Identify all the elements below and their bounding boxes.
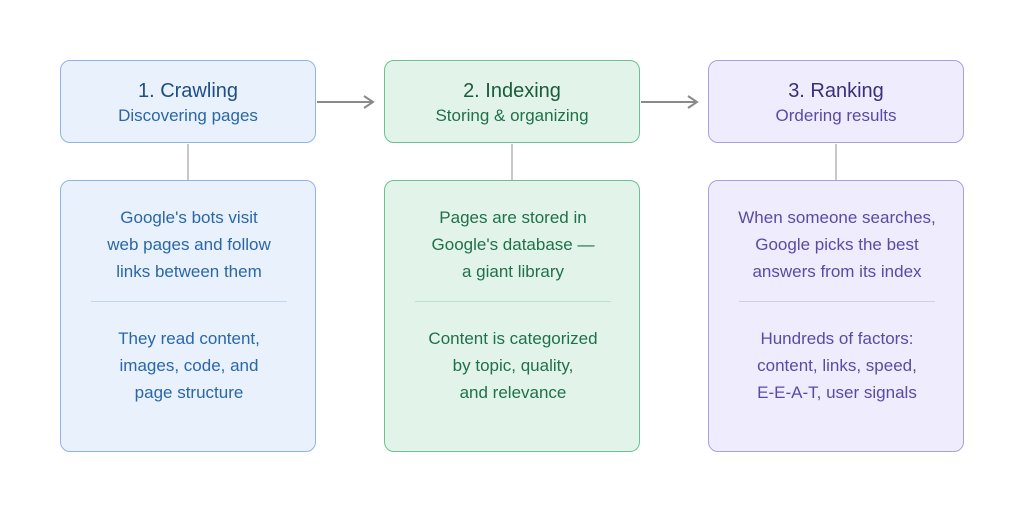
detail-line: links between them bbox=[116, 262, 262, 281]
step-header-ranking: 3. Ranking Ordering results bbox=[708, 60, 964, 143]
detail-line: and relevance bbox=[459, 383, 567, 402]
detail-line: Hundreds of factors: bbox=[760, 329, 914, 348]
step-title: 1. Crawling bbox=[137, 79, 239, 102]
detail-line: answers from its index bbox=[752, 262, 922, 281]
detail-divider bbox=[91, 301, 287, 302]
detail-paragraph-secondary: They read content, images, code, and pag… bbox=[61, 325, 317, 406]
step-subtitle: Ordering results bbox=[775, 105, 897, 125]
step-subtitle: Storing & organizing bbox=[435, 105, 589, 125]
detail-paragraph-secondary: Content is categorized by topic, quality… bbox=[385, 325, 641, 406]
step-detail-ranking: When someone searches, Google picks the … bbox=[708, 180, 964, 452]
arrow-indexing-to-ranking bbox=[641, 95, 699, 109]
detail-line: Google's database — bbox=[431, 235, 595, 254]
step-header-indexing: 2. Indexing Storing & organizing bbox=[384, 60, 640, 143]
detail-divider bbox=[415, 301, 611, 302]
detail-paragraph-secondary: Hundreds of factors: content, links, spe… bbox=[709, 325, 965, 406]
detail-line: by topic, quality, bbox=[452, 356, 574, 375]
detail-paragraph-primary: Google's bots visit web pages and follow… bbox=[61, 204, 317, 285]
step-detail-crawling: Google's bots visit web pages and follow… bbox=[60, 180, 316, 452]
detail-line: Google's bots visit bbox=[120, 208, 258, 227]
detail-line: E-E-A-T, user signals bbox=[757, 383, 917, 402]
detail-line: content, links, speed, bbox=[757, 356, 917, 375]
detail-line: page structure bbox=[134, 383, 244, 402]
detail-paragraph-primary: Pages are stored in Google's database — … bbox=[385, 204, 641, 285]
detail-line: They read content, bbox=[118, 329, 260, 348]
step-title: 2. Indexing bbox=[463, 79, 561, 102]
arrow-crawling-to-indexing bbox=[317, 95, 375, 109]
detail-paragraph-primary: When someone searches, Google picks the … bbox=[709, 204, 965, 285]
detail-line: Content is categorized bbox=[428, 329, 598, 348]
detail-line: Pages are stored in bbox=[439, 208, 587, 227]
detail-line: a giant library bbox=[461, 262, 565, 281]
detail-line: Google picks the best bbox=[755, 235, 919, 254]
step-subtitle: Discovering pages bbox=[118, 105, 258, 125]
detail-line: When someone searches, bbox=[738, 208, 936, 227]
step-header-crawling: 1. Crawling Discovering pages bbox=[60, 60, 316, 143]
step-title: 3. Ranking bbox=[788, 79, 884, 102]
detail-line: web pages and follow bbox=[107, 235, 271, 254]
step-detail-indexing: Pages are stored in Google's database — … bbox=[384, 180, 640, 452]
detail-line: images, code, and bbox=[119, 356, 259, 375]
detail-divider bbox=[739, 301, 935, 302]
